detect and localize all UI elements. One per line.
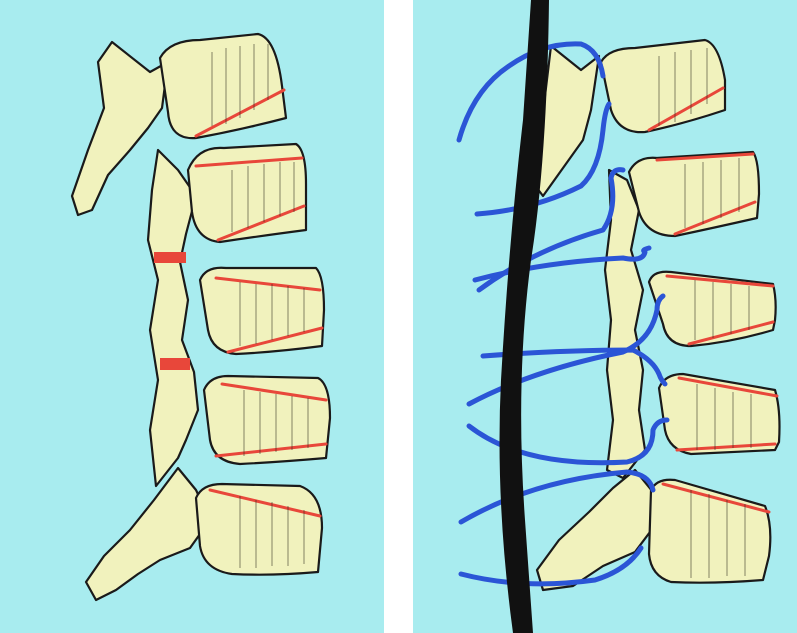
right-spine-panel bbox=[413, 0, 797, 633]
vertebra-l4 bbox=[204, 376, 330, 464]
fused-disc-bridge bbox=[160, 358, 190, 370]
right-spine-illustration bbox=[413, 0, 797, 633]
vertebra-l5 bbox=[196, 484, 322, 575]
left-spine-panel bbox=[0, 0, 384, 633]
fused-disc-bridge bbox=[154, 252, 186, 263]
vertebra-l1 bbox=[160, 34, 286, 138]
vertebra-l2 bbox=[188, 144, 306, 242]
left-spine-illustration bbox=[0, 0, 384, 633]
vertebra-l3 bbox=[200, 268, 324, 354]
vertebra-l3 bbox=[649, 272, 776, 346]
